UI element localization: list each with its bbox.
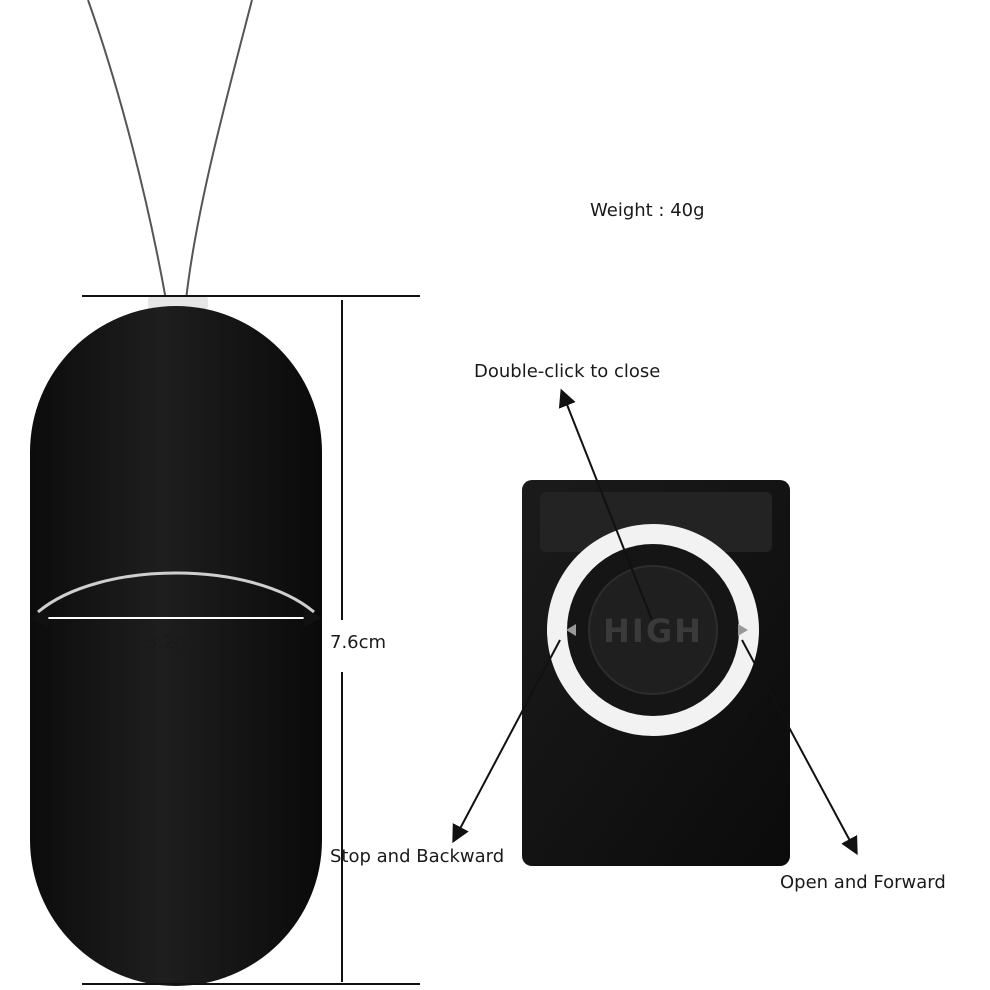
egg-cap bbox=[148, 296, 208, 310]
close-callout-arrow bbox=[558, 388, 653, 621]
forward-callout-arrow bbox=[741, 639, 858, 856]
backward-callout-arrow bbox=[452, 639, 561, 844]
height-label: 7.6cm bbox=[330, 632, 387, 653]
cord bbox=[87, 0, 253, 301]
remote-clip bbox=[540, 492, 772, 552]
high-button bbox=[588, 565, 718, 695]
close-callout-label: Double-click to close bbox=[474, 361, 661, 382]
callout-arrows bbox=[452, 388, 858, 856]
width-label: 3.2cm bbox=[146, 632, 203, 653]
egg-body bbox=[30, 306, 322, 986]
dimension-lines bbox=[30, 295, 420, 985]
backward-callout-label: Stop and Backward bbox=[330, 846, 505, 867]
remote-control: HIGH bbox=[522, 480, 790, 866]
forward-callout-label: Open and Forward bbox=[780, 872, 946, 893]
forward-arrow-icon bbox=[738, 624, 748, 636]
weight-label: Weight : 40g bbox=[590, 200, 705, 221]
backward-arrow-icon bbox=[566, 624, 576, 636]
egg-seam bbox=[37, 571, 315, 614]
high-button-label: HIGH bbox=[603, 612, 703, 650]
